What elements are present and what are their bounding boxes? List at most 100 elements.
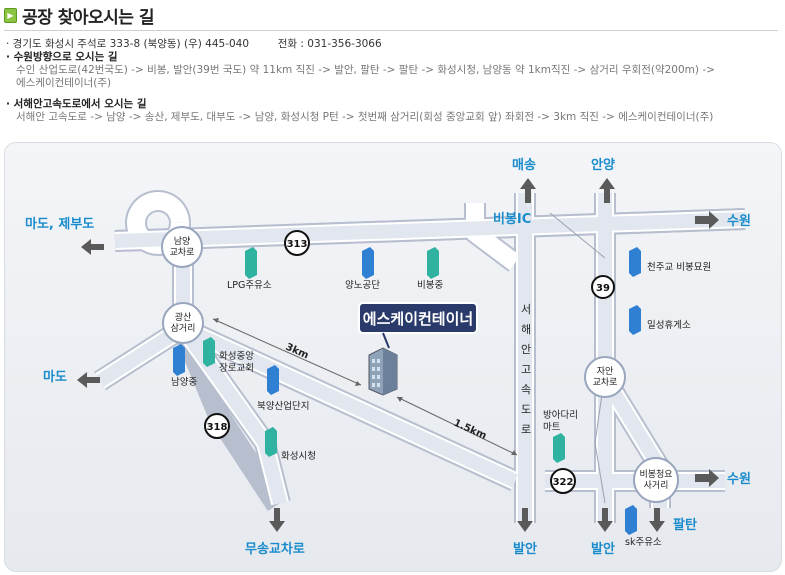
road-number: 318 <box>207 422 228 433</box>
road-marker-318: 318 <box>204 413 230 439</box>
seohaean-route: 서해안 고속도로 -> 남양 -> 송산, 제부도, 대부도 -> 남양, 화성… <box>16 111 714 123</box>
company-label-box <box>358 302 478 334</box>
expressway-char: 속 <box>521 383 531 396</box>
distance-line-3km <box>212 318 362 386</box>
page-title: 공장 찾아오시는 길 <box>22 7 154 28</box>
interchange-namyang: 남양 교차로 <box>161 226 203 268</box>
arrowhead-icon <box>213 318 219 323</box>
label-suwon-bottom: 수원 <box>727 472 751 487</box>
arrow-up-maesong <box>520 178 536 203</box>
distance-line-1-5km <box>396 396 518 456</box>
landmark-cityhall: 화성시청 <box>281 451 316 462</box>
landmark-namyangjung: 남양중 <box>171 377 197 388</box>
landmark-ilseong: 일성휴게소 <box>647 320 691 331</box>
company-name: 에스케이컨테이너 <box>363 310 473 328</box>
building-icon <box>629 247 641 277</box>
building-icon <box>265 427 277 457</box>
label-suwon-top: 수원 <box>727 214 751 229</box>
road-number: 322 <box>553 477 574 488</box>
interchange-label: 자안 <box>597 366 614 377</box>
interchange-label: 교차로 <box>593 376 618 388</box>
bullet-icon: ▶ <box>4 7 17 23</box>
arrow-down-balan-1 <box>517 508 533 532</box>
arrowhead-icon <box>511 450 517 455</box>
seohaean-title: · 서해안고속도로에서 오시는 길 <box>6 98 147 110</box>
expressway-char: 도 <box>521 403 531 416</box>
interchange-label: 교차로 <box>170 246 195 258</box>
expressway-char: 해 <box>521 322 531 336</box>
interchange-label: 비봉청요 <box>639 469 672 480</box>
company-building-icon <box>368 347 398 396</box>
building-icon <box>629 305 641 335</box>
expressway-char: 서 <box>521 303 531 316</box>
label-balan-2: 발안 <box>591 541 615 557</box>
interchange-bibong-cheongyo: 비봉청요 사거리 <box>633 457 679 503</box>
interchange-label: 광산 <box>175 311 192 323</box>
label-anyang: 안양 <box>591 157 615 173</box>
building-icon <box>362 247 374 279</box>
expressway-name: 서 해 안 고 속 도 로 <box>521 303 531 436</box>
label-mado-jebudo: 마도, 제부도 <box>25 216 94 232</box>
company-marker: 에스케이컨테이너 <box>358 302 478 396</box>
expressway-char: 안 <box>521 343 531 356</box>
landmark-church-1: 화성중앙 <box>219 350 254 362</box>
building-icon <box>427 247 439 279</box>
road-marker-39: 39 <box>591 275 615 299</box>
arrow-right-suwon-top <box>695 211 719 229</box>
landmark-markers <box>173 247 641 535</box>
road-marker-322: 322 <box>550 468 576 494</box>
landmark-bangadari-2: 마트 <box>543 422 561 433</box>
arrow-left-mado <box>77 372 100 388</box>
label-maesong: 매송 <box>512 158 536 173</box>
arrow-down-balan-2 <box>597 508 613 532</box>
road-number-markers: 313 39 318 322 <box>204 230 615 494</box>
label-mado: 마도 <box>43 369 67 385</box>
interchange-gwangsan: 광산 삼거리 <box>162 302 204 344</box>
ic-ramp-line <box>549 212 606 259</box>
interchange-label: 사거리 <box>644 480 669 491</box>
expressway-char: 고 <box>521 363 531 376</box>
label-balan-1: 발안 <box>513 541 537 557</box>
arrow-left-mado-jebudo <box>81 239 104 255</box>
interchange-label: 삼거리 <box>171 323 196 334</box>
landmark-lpg: LPG주유소 <box>227 280 272 291</box>
building-icon <box>553 433 565 463</box>
company-pointer <box>382 332 390 349</box>
landmark-bukyang: 북양산업단지 <box>257 400 309 412</box>
landmark-labels: LPG주유소 양노공단 비봉중 화성중앙 장로교회 남양중 북양산업단지 화성시… <box>171 262 711 548</box>
interchanges: 남양 교차로 광산 삼거리 자안 교차로 비봉청요 사거리 <box>161 226 679 503</box>
direction-arrows <box>77 178 719 532</box>
label-paltan: 팔탄 <box>673 517 697 533</box>
arrow-right-suwon-bottom <box>695 469 719 487</box>
label-musong: 무송교차로 <box>245 541 305 557</box>
address-text: · 경기도 화성시 주석로 333-8 (북양동) (우) 445-040 <box>6 38 250 50</box>
destination-labels: 마도, 제부도 매송 안양 수원 마도 수원 팔탄 무송교차로 발안 발안 <box>25 157 751 557</box>
location-map: 마도, 제부도 매송 안양 수원 마도 수원 팔탄 무송교차로 발안 발안 비봉… <box>4 142 782 572</box>
arrow-down-musong <box>269 508 285 532</box>
building-icon <box>203 337 215 367</box>
suwon-route-2: 에스케이컨테이너(주) <box>16 77 112 89</box>
address-row: · 경기도 화성시 주석로 333-8 (북양동) (우) 445-040 전화… <box>6 38 776 51</box>
arrow-down-paltan <box>649 508 665 532</box>
expressway-char: 로 <box>521 423 531 436</box>
road-number: 313 <box>287 239 308 250</box>
landmark-church-2: 장로교회 <box>219 363 254 374</box>
header-divider <box>4 30 778 31</box>
road-marker-313: 313 <box>284 230 310 256</box>
landmark-bangadari-1: 방아다리 <box>543 410 578 421</box>
road-number: 39 <box>596 283 610 294</box>
directions-info: · 경기도 화성시 주석로 333-8 (북양동) (우) 445-040 전화… <box>6 38 776 124</box>
building-icon <box>625 505 637 535</box>
page-header: ▶ 공장 찾아오시는 길 <box>4 4 154 28</box>
phone-text: 전화 : 031-356-3066 <box>277 38 382 50</box>
arrowhead-icon <box>397 397 403 402</box>
map-svg: 마도, 제부도 매송 안양 수원 마도 수원 팔탄 무송교차로 발안 발안 비봉… <box>5 143 781 571</box>
landmark-bibongjung: 비봉중 <box>417 280 443 291</box>
arrow-up-anyang <box>599 178 615 203</box>
suwon-title: · 수원방향으로 오시는 길 <box>6 51 118 63</box>
building-icon <box>173 344 185 376</box>
interchange-jaan: 자안 교차로 <box>584 356 626 398</box>
landmark-yangno: 양노공단 <box>345 280 380 291</box>
label-bibong-ic: 비봉IC <box>493 212 531 227</box>
landmark-cheonju: 천주교 비봉묘원 <box>647 262 711 273</box>
